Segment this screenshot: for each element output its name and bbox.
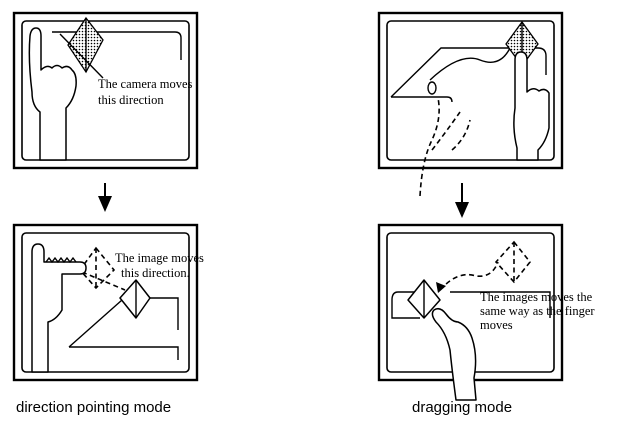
table-edge: [52, 31, 182, 60]
direction-line: [59, 33, 104, 79]
camera-caption: The camera moves this direction: [98, 77, 193, 107]
pointing-hand-icon: [28, 27, 77, 161]
mode-label-pointing: direction pointing mode: [16, 399, 171, 416]
down-arrow-left: [98, 183, 112, 212]
screen-bezel: [386, 20, 555, 161]
motion-arrowhead: [436, 282, 446, 293]
caption-line: moves: [480, 318, 513, 332]
dragging-hand-icon: [431, 307, 477, 401]
finger-knuckles: [45, 256, 77, 264]
caption-line: same way as the finger: [480, 304, 595, 318]
image-caption: The image moves this direction.: [115, 251, 204, 280]
table-edge: [390, 47, 547, 98]
panel-top-left: The camera moves this direction: [12, 11, 199, 170]
dragging-hand-icon: [513, 51, 550, 161]
caption-line: this direction: [98, 93, 164, 107]
caption-line: The image moves: [115, 251, 204, 265]
motion-line: [439, 261, 499, 291]
ghost-hand-icon: [419, 97, 471, 197]
table-front: [391, 96, 453, 103]
motion-line: [81, 271, 126, 291]
start-point: [427, 81, 437, 95]
screen-bezel: [21, 232, 190, 373]
ghost-object-icon: [494, 240, 532, 284]
panel-bottom-right: The images moves the same way as the fin…: [377, 223, 595, 401]
drag-caption: The images moves the same way as the fin…: [480, 290, 595, 332]
panel-top-right: [377, 11, 564, 197]
screen-bezel: [21, 20, 190, 161]
caption-line: The camera moves: [98, 77, 193, 91]
ghost-object-icon: [78, 246, 116, 290]
table-front: [391, 291, 420, 319]
table-edge: [68, 297, 179, 348]
caption-line: The images moves the: [480, 290, 593, 304]
down-arrow-right: [455, 183, 469, 218]
panel-bottom-left: The image moves this direction.: [12, 223, 204, 382]
pointing-hand-icon: [31, 243, 87, 373]
drag-trace: [429, 47, 511, 81]
mode-label-dragging: dragging mode: [412, 399, 512, 416]
table-front: [69, 346, 179, 360]
caption-line: this direction.: [121, 266, 190, 280]
